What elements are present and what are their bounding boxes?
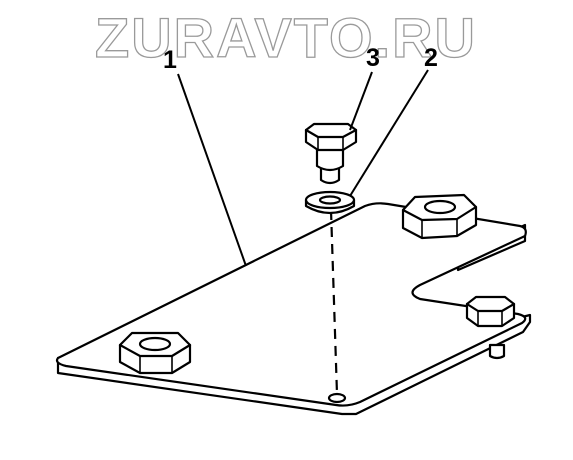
lower-bolt [465, 295, 516, 360]
washer [304, 190, 356, 215]
hex-nut-left [118, 331, 192, 375]
assembly-axis-line [329, 209, 339, 395]
callout-label-1: 1 [163, 46, 177, 74]
leader-line-2 [349, 69, 429, 197]
bolt [304, 122, 358, 185]
hex-nut-right [401, 193, 478, 240]
leader-line-3 [349, 71, 373, 131]
mounting-hole [327, 392, 347, 404]
callout-label-3: 3 [366, 44, 380, 72]
callout-label-2: 2 [424, 44, 438, 72]
watermark-text: ZURAVTO.RU [95, 6, 477, 69]
leader-line-1 [177, 73, 247, 267]
